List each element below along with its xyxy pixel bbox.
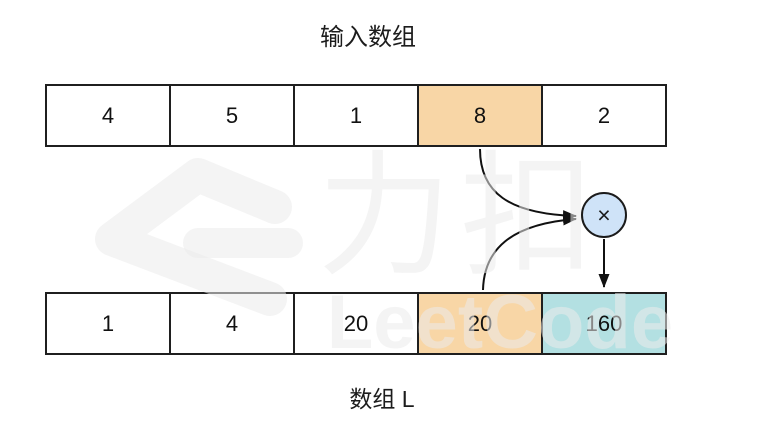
leetcode-logo-icon [95, 158, 292, 316]
input-cell-0: 4 [101, 102, 115, 128]
label-array-l: 数组 L [349, 386, 415, 412]
watermark-logo-text: 力扣 [317, 141, 603, 292]
input-array: 4 5 1 8 2 [45, 84, 667, 147]
arrow-from-20-icon [482, 214, 577, 291]
l-cell-3-highlighted: 20 [417, 294, 541, 353]
multiply-circle [581, 192, 627, 238]
l-cell-1: 4 [169, 294, 293, 353]
l-cell-4-result: 160 [541, 294, 665, 353]
l-cell-0: 1 [101, 310, 115, 336]
array-l: 1 4 20 20 160 [45, 292, 667, 355]
input-cell-1: 5 [169, 86, 293, 145]
input-cell-2: 1 [293, 86, 417, 145]
arrow-from-8-icon [479, 148, 577, 222]
title-input-array: 输入数组 [320, 24, 416, 51]
multiply-operator-icon: × [597, 202, 610, 228]
l-cell-2: 20 [293, 294, 417, 353]
input-cell-3-highlighted: 8 [417, 86, 541, 145]
input-cell-4: 2 [541, 86, 665, 145]
